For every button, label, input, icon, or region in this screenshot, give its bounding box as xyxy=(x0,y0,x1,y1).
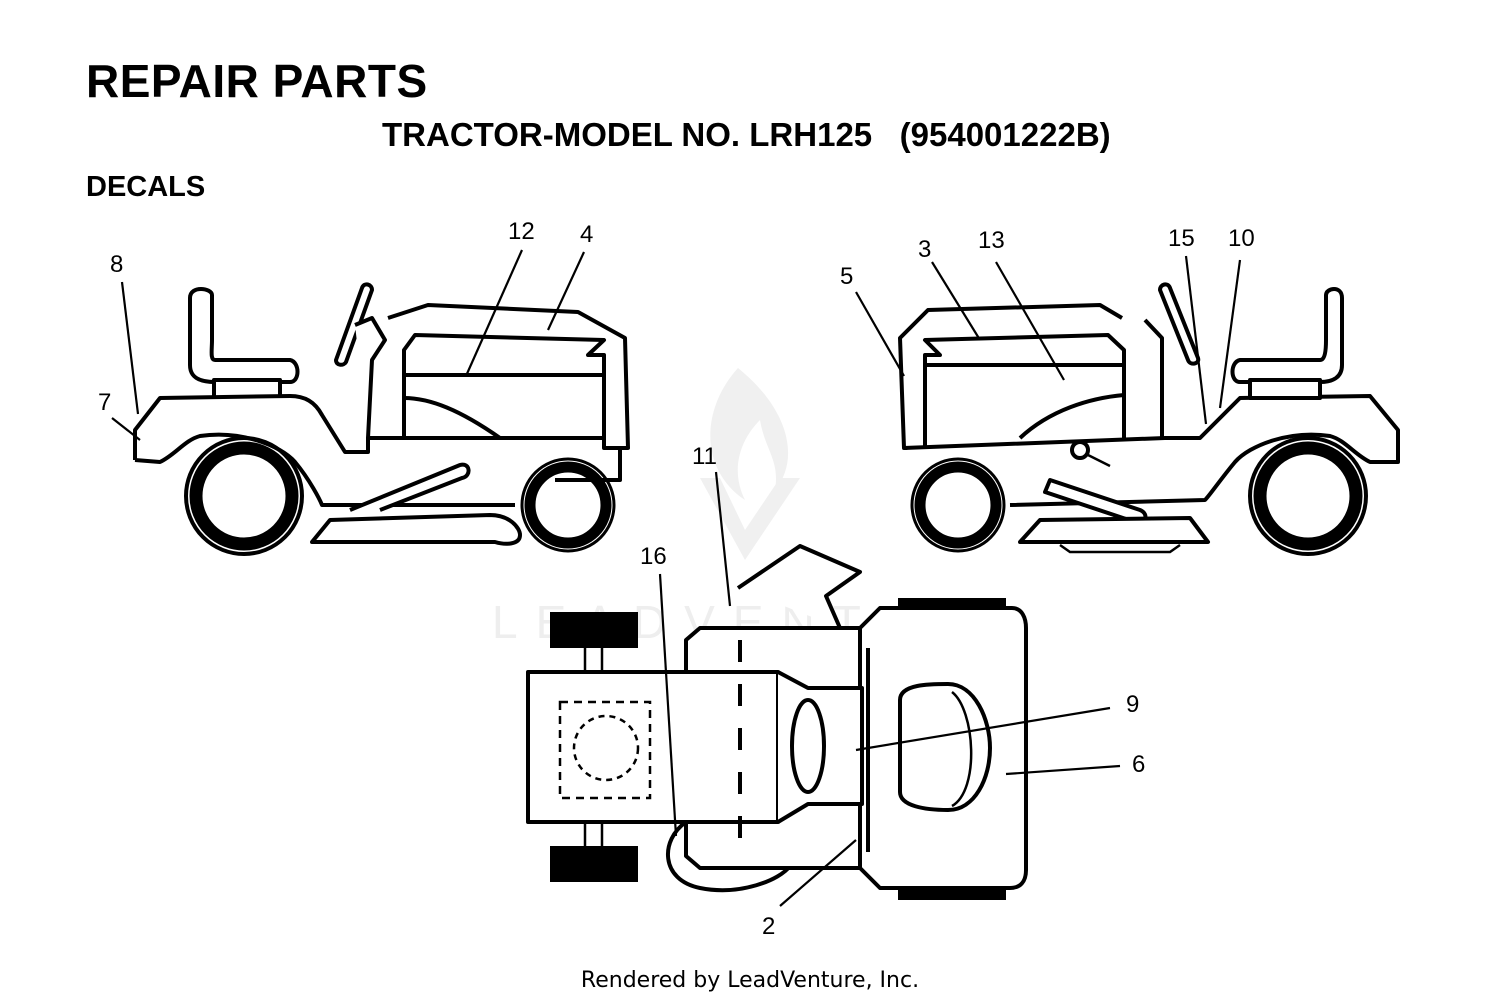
callout-16: 16 xyxy=(640,543,667,570)
callout-3: 3 xyxy=(918,236,931,263)
callout-15: 15 xyxy=(1168,225,1195,252)
tractor-right-side-view: 5 3 13 15 10 xyxy=(840,225,1400,556)
callout-8: 8 xyxy=(110,251,123,278)
footer-credit: Rendered by LeadVenture, Inc. xyxy=(580,968,920,993)
callout-10: 10 xyxy=(1228,225,1255,252)
callout-5: 5 xyxy=(840,263,853,290)
callout-11: 11 xyxy=(692,443,717,470)
tractor-left-side-view: 8 7 12 4 xyxy=(98,218,630,556)
callout-4: 4 xyxy=(580,221,593,248)
model-subtitle: TRACTOR-MODEL NO. LRH125 (954001222B) xyxy=(382,116,1111,153)
callout-12: 12 xyxy=(508,218,535,245)
section-heading: DECALS xyxy=(86,171,206,203)
callout-7: 7 xyxy=(98,389,111,416)
callout-2: 2 xyxy=(762,913,775,940)
callout-9: 9 xyxy=(1126,691,1139,718)
callout-13: 13 xyxy=(978,227,1005,254)
tractor-top-view: 11 16 9 6 2 xyxy=(526,443,1145,940)
page-title: REPAIR PARTS xyxy=(86,55,428,107)
callout-6: 6 xyxy=(1132,751,1145,778)
